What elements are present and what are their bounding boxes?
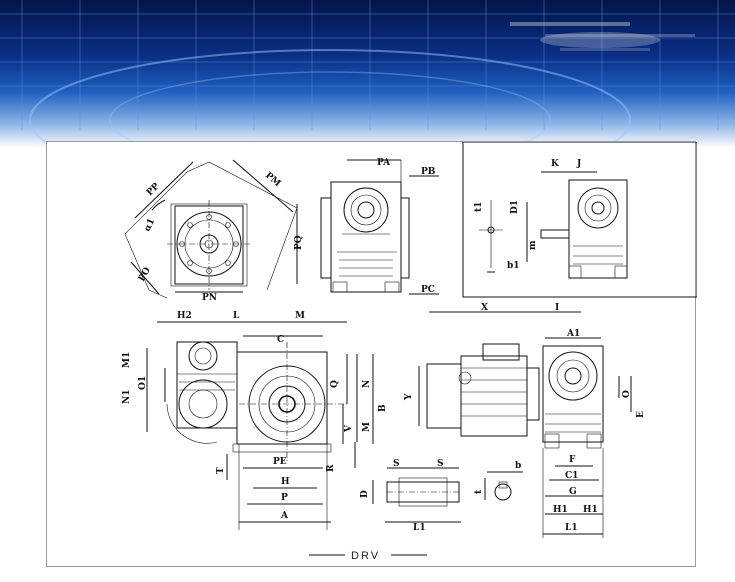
dim-label-L: L [233, 311, 240, 321]
dim-label-X: X [481, 303, 488, 313]
dim-label-PE: PE [273, 457, 287, 467]
dim-label-t1: t1 [474, 202, 484, 212]
gearbox-side-view [320, 159, 439, 295]
header-banner [0, 0, 735, 148]
dim-label-PB: PB [421, 167, 436, 177]
flange-front-view [124, 159, 298, 299]
dim-label-V: V [344, 424, 354, 433]
dim-label-A1: A1 [566, 329, 580, 339]
dim-label-alpha1: α1 [143, 217, 158, 233]
dim-label-I: I [555, 303, 559, 313]
dim-label-Y: Y [404, 393, 414, 401]
dim-label-T: T [216, 467, 226, 474]
dim-label-PC: PC [421, 285, 435, 295]
hollow-shaft-detail [372, 467, 461, 523]
dim-label-C1: C1 [565, 471, 578, 481]
dim-label-PO: PO [137, 266, 153, 284]
dim-label-E: E [636, 411, 646, 418]
dim-label-A: A [280, 511, 289, 521]
dim-label-PM: PM [263, 171, 282, 189]
dim-label-S-left: S [393, 459, 400, 469]
dim-label-P: P [281, 493, 288, 503]
dim-label-Q: Q [330, 380, 340, 388]
double-reducer-front-view [146, 321, 374, 530]
dim-label-D: D [360, 490, 370, 498]
dim-label-O1: O1 [138, 376, 148, 390]
dim-label-t: t [474, 489, 484, 494]
motor-reducer-assembly [418, 311, 632, 538]
dim-label-m: m [528, 240, 538, 250]
dim-label-PP: PP [145, 181, 162, 198]
inset-frame [462, 142, 697, 298]
dim-label-K: K [551, 159, 560, 169]
dim-label-L1-shaft: L1 [413, 523, 426, 533]
dim-label-M: M [295, 311, 305, 321]
dim-label-D1: D1 [510, 200, 520, 214]
drawing-canvas: PP PM α1 PQ PO PN PA PB PC [122, 142, 697, 562]
dim-label-H2: H2 [177, 311, 192, 321]
dim-label-PN: PN [202, 293, 217, 303]
dim-label-H1-right: H1 [583, 505, 598, 515]
technical-drawing-sheet: PP PM α1 PQ PO PN PA PB PC [46, 141, 697, 567]
dim-label-F: F [569, 455, 576, 465]
dim-label-PA: PA [377, 158, 391, 168]
dim-label-M1: M1 [122, 352, 132, 368]
dim-label-b1: b1 [507, 261, 520, 271]
drawing-caption: DRV [351, 550, 380, 562]
dim-label-H: H [281, 477, 290, 487]
dim-label-O: O [622, 390, 632, 398]
dim-label-N: N [362, 380, 372, 388]
keyway-detail [484, 471, 523, 501]
dim-label-M-bottom: M [362, 422, 372, 432]
dim-label-J: J [576, 159, 581, 169]
dim-label-B: B [378, 404, 388, 412]
dim-label-C: C [277, 335, 284, 345]
dim-label-N1: N1 [122, 390, 132, 405]
dim-label-PQ: PQ [294, 235, 304, 250]
inset-input-shaft-view [479, 171, 628, 279]
dim-label-H1-left: H1 [553, 505, 568, 515]
dim-label-R: R [326, 464, 336, 472]
dim-label-G: G [569, 487, 577, 497]
dim-label-b: b [515, 461, 521, 471]
grid-pattern [0, 0, 735, 148]
dim-label-L1-base: L1 [565, 523, 578, 533]
dim-label-S-right: S [437, 459, 444, 469]
